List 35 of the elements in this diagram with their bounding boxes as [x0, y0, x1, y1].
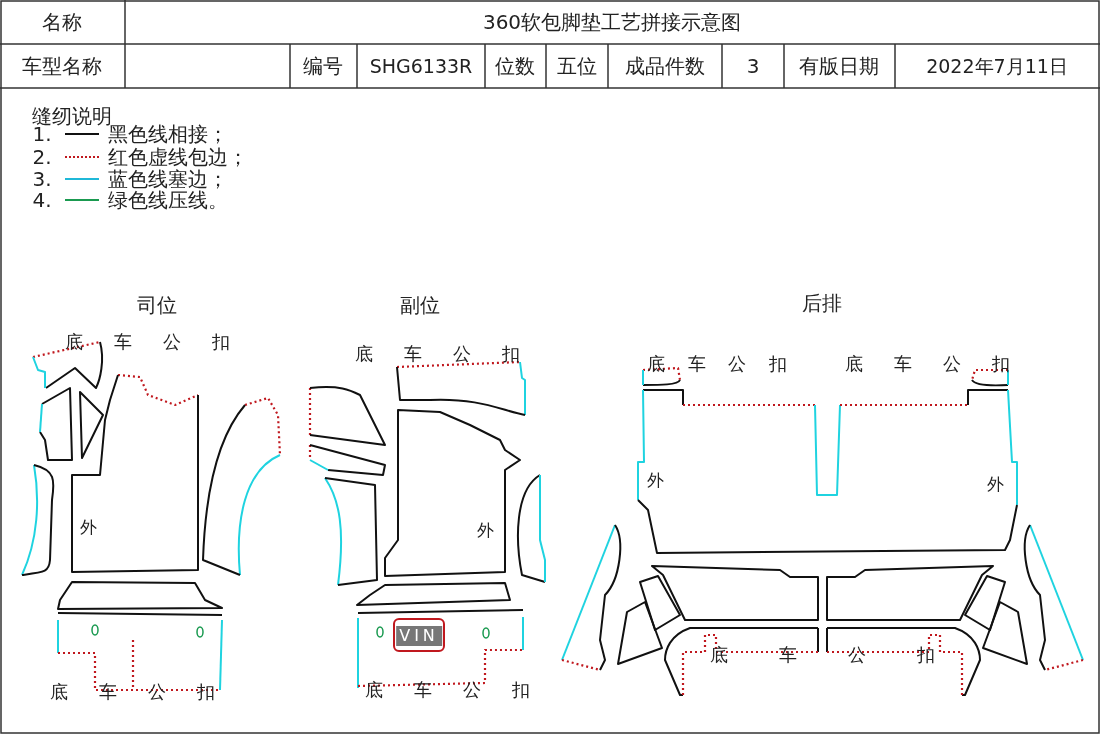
- placement-note: 底车公扣: [65, 333, 230, 351]
- legend-heading: 缝纫说明: [32, 106, 112, 126]
- table-label: 名称: [42, 12, 82, 32]
- table-label: 车型名称: [22, 56, 102, 76]
- section-title: 副位: [400, 295, 440, 315]
- table-value: SHG6133R: [369, 56, 473, 76]
- legend-number: 1.: [32, 124, 52, 144]
- side-mark: 外: [476, 521, 494, 539]
- table-label: 成品件数: [625, 56, 705, 76]
- side-mark: 外: [646, 471, 664, 489]
- table-label: 有版日期: [799, 56, 879, 76]
- placement-note: 底车公扣: [845, 355, 1010, 373]
- placement-note: 底车公扣: [355, 345, 520, 363]
- placement-note: 底车公扣: [647, 355, 787, 373]
- side-mark: 外: [79, 518, 97, 536]
- table-title: 360软包脚垫工艺拼接示意图: [482, 12, 742, 32]
- legend-text: 红色虚线包边；: [108, 147, 248, 167]
- table-label: 编号: [303, 56, 343, 76]
- placement-note: 底车公扣: [50, 683, 215, 701]
- section-title: 司位: [137, 295, 177, 315]
- placement-note: 底车公扣: [710, 646, 935, 664]
- section-title: 后排: [802, 293, 842, 313]
- legend-number: 2.: [32, 147, 52, 167]
- side-mark: 外: [986, 475, 1004, 493]
- table-value: 3: [746, 56, 760, 76]
- legend-text: 黑色线相接；: [108, 124, 228, 144]
- placement-note: 底车公扣: [365, 681, 530, 699]
- table-value: 五位: [557, 56, 597, 76]
- table-label: 位数: [495, 56, 535, 76]
- legend-number: 4.: [32, 190, 52, 210]
- legend-text: 蓝色线塞边；: [108, 169, 228, 189]
- vin-label: VIN: [396, 626, 442, 646]
- table-value: 2022年7月11日: [926, 56, 1068, 76]
- legend-text: 绿色线压线。: [108, 190, 228, 210]
- legend-number: 3.: [32, 169, 52, 189]
